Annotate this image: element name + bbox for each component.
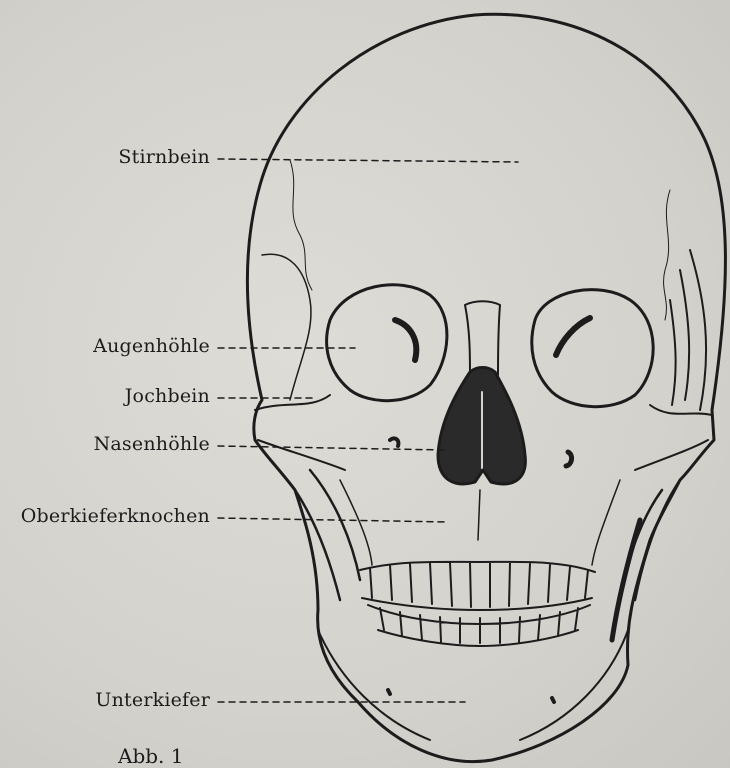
label-oberkiefer: Oberkieferknochen — [2, 505, 210, 527]
zygomatic-right — [635, 405, 712, 470]
suture-lines — [290, 160, 670, 320]
infraorbital-foramen-right — [566, 452, 572, 466]
figure-caption: Abb. 1 — [118, 744, 184, 768]
label-unterkiefer: Unterkiefer — [40, 689, 210, 711]
nasal-bone — [465, 301, 500, 375]
mandible-ramus-left — [295, 470, 360, 600]
right-orbit-fissure — [556, 318, 590, 355]
label-stirnbein: Stirnbein — [40, 146, 210, 168]
mental-foramina — [388, 690, 554, 702]
infraorbital-foramen-left — [390, 438, 398, 446]
label-augenhoehle: Augenhöhle — [40, 335, 210, 357]
right-orbit — [532, 290, 653, 407]
temporal-shading-right — [670, 250, 706, 410]
maxilla-lines — [340, 480, 620, 565]
leader-nasenhoehle — [218, 446, 445, 450]
mandible-shading-right — [612, 520, 640, 640]
upper-teeth — [360, 562, 595, 610]
temporal-line-left — [262, 254, 311, 400]
lower-teeth — [368, 605, 590, 646]
leader-stirnbein — [218, 159, 518, 162]
left-orbit — [327, 285, 447, 401]
label-jochbein: Jochbein — [40, 385, 210, 407]
left-orbit-fissure — [395, 320, 416, 360]
label-nasenhoehle: Nasenhöhle — [40, 433, 210, 455]
leader-oberkiefer — [218, 518, 448, 522]
